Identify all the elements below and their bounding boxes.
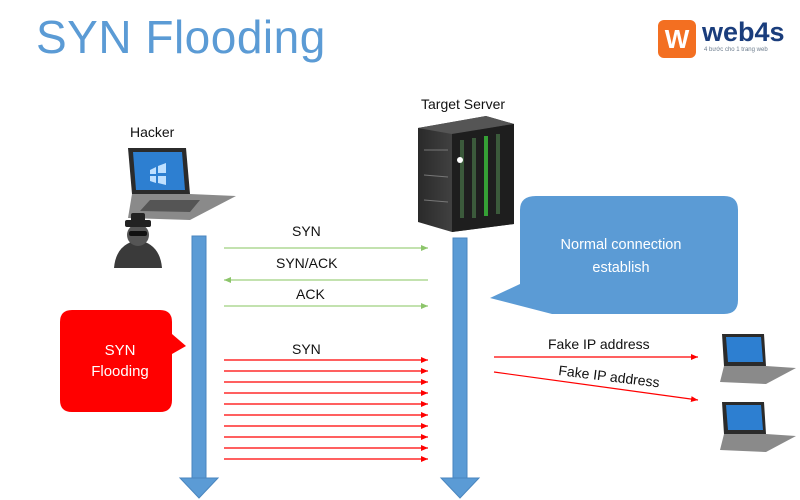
fake-client-laptop-icon <box>720 334 796 384</box>
flood-syn-label: SYN <box>292 341 321 357</box>
callout-line: SYN <box>104 342 136 359</box>
ack-label: ACK <box>296 286 325 302</box>
fake-ip-label-1: Fake IP address <box>548 336 650 352</box>
syn-ack-label: SYN/ACK <box>276 255 338 271</box>
server-timeline <box>439 237 481 499</box>
hacker-laptop-icon <box>128 148 236 220</box>
target-server-label: Target Server <box>421 96 506 112</box>
hacker-avatar-icon <box>114 213 162 268</box>
syn-label: SYN <box>292 223 321 239</box>
target-server-icon <box>418 116 514 232</box>
fake-ip-arrow-2 <box>493 371 699 403</box>
web4s-logo: W web4s 4 bước cho 1 trang web <box>658 17 788 60</box>
hacker-timeline <box>178 235 220 499</box>
hacker-label: Hacker <box>130 124 175 140</box>
normal-connection-callout <box>490 196 738 314</box>
syn-flooding-callout <box>60 310 186 412</box>
fake-ip-label-2: Fake IP address <box>558 362 661 390</box>
logo-mark: W <box>658 20 696 58</box>
fake-client-laptop-icon <box>720 402 796 452</box>
callout-line: Flooding <box>91 363 149 380</box>
logo-name: web4s <box>702 17 785 47</box>
page-title: SYN Flooding <box>36 11 326 63</box>
syn-flooding-callout-text: SYN Flooding <box>62 340 178 382</box>
callout-line: Normal connection <box>560 237 682 253</box>
logo-tagline: 4 bước cho 1 trang web <box>704 47 768 53</box>
normal-connection-callout-text: Normal connection establish <box>536 234 706 280</box>
flood-arrows <box>224 357 428 462</box>
callout-line: establish <box>592 260 650 276</box>
